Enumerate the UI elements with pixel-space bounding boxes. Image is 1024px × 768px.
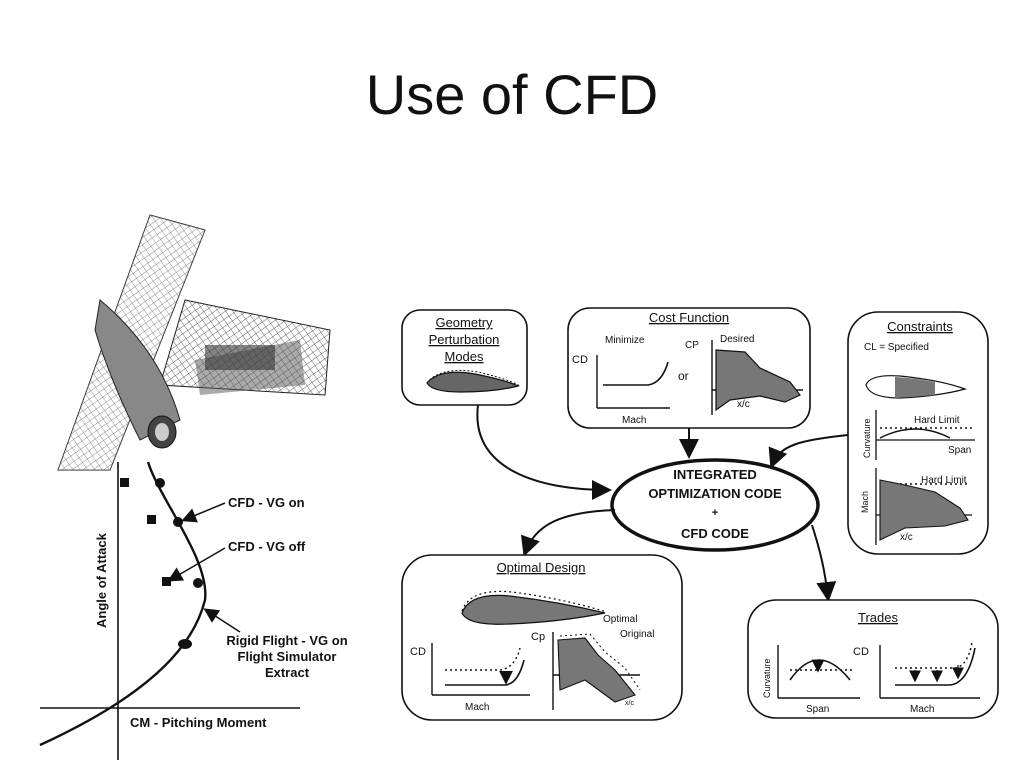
vg-off-point [162,577,171,586]
label-rigid-flight: Rigid Flight - VG on [226,633,347,648]
slide-title: Use of CFD [365,63,659,126]
vg-on-point [155,478,165,488]
constraints-hard-limit-1: Hard Limit [914,415,960,426]
trades-curvature-label: Curvature [762,658,772,698]
constraints-xc-label: x/c [900,532,913,543]
optimal-airfoil-icon [461,594,606,625]
rigid-flight-curve [39,461,207,747]
trades-cd-label: CD [853,646,869,658]
cost-cd-label: CD [572,354,588,366]
cost-mach-label: Mach [622,415,646,426]
y-axis-label: Angle of Attack [94,532,109,628]
core-line3: + [712,507,718,519]
arrow-constraints-to-core [768,434,849,469]
constraints-box: Constraints CL = Specified Curvature Har… [847,311,989,555]
aircraft-mesh-image [57,214,331,471]
geometry-perturbation-box: Geometry Perturbation Modes [401,309,528,406]
constraints-hard-limit-2: Hard Limit [921,475,967,486]
cost-desired-label: Desired [720,334,754,345]
optimization-flowchart: Geometry Perturbation Modes Cost Functio… [401,307,999,721]
constraints-span-label: Span [948,445,971,456]
trades-span-label: Span [806,704,829,715]
optimal-mach-label: Mach [465,702,489,713]
arrow-core-to-optimal [520,509,616,557]
arrow-core-to-trades [811,524,837,602]
x-axis-label: CM - Pitching Moment [130,715,267,730]
airfoil-icon [426,371,520,393]
label-cfd-vg-on: CFD - VG on [228,495,305,510]
optimal-design-box: Optimal Design Optimal Original CD Mach … [401,554,683,721]
constraints-mach-label: Mach [860,491,870,513]
geometry-title-line3: Modes [444,349,484,364]
label-flight-simulator: Flight Simulator [238,649,337,664]
optimal-cp-label: Cp [531,631,545,643]
cost-or-label: or [678,369,689,383]
label-cfd-vg-off: CFD - VG off [228,539,306,554]
vg-off-point [120,478,129,487]
trades-title: Trades [858,610,898,625]
vg-on-point [193,578,203,588]
cost-function-title: Cost Function [649,310,729,325]
vg-on-point [178,639,192,649]
constraints-curvature-label: Curvature [862,418,872,458]
cost-cp-label: CP [685,340,699,351]
trades-box: Trades Curvature Span CD Mach [747,599,999,719]
core-line4: CFD CODE [681,526,749,541]
arrow-geometry-to-core [476,404,612,500]
cost-xc-label: x/c [737,399,750,410]
geometry-title-line1: Geometry [435,315,493,330]
cost-function-box: Cost Function Minimize CD Mach or CP Des… [567,307,811,429]
integrated-optimization-node: INTEGRATED OPTIMIZATION CODE + CFD CODE [610,458,820,552]
optimal-xc-label: x/c [625,700,634,707]
core-line1: INTEGRATED [673,467,757,482]
original-label: Original [620,629,654,640]
constraints-title: Constraints [887,319,953,334]
trades-mach-label: Mach [910,704,934,715]
label-extract: Extract [265,665,310,680]
geometry-title-line2: Perturbation [429,332,500,347]
constraints-cl-label: CL = Specified [864,342,929,353]
angle-of-attack-plot: Angle of Attack CM - Pitching Moment CFD… [39,461,348,760]
optimal-label: Optimal [603,614,637,625]
cost-minimize-label: Minimize [605,335,645,346]
optimal-cd-label: CD [410,646,426,658]
vg-on-point [173,517,183,527]
optimal-design-title: Optimal Design [497,560,586,575]
core-line2: OPTIMIZATION CODE [648,486,782,501]
vg-off-point [147,515,156,524]
